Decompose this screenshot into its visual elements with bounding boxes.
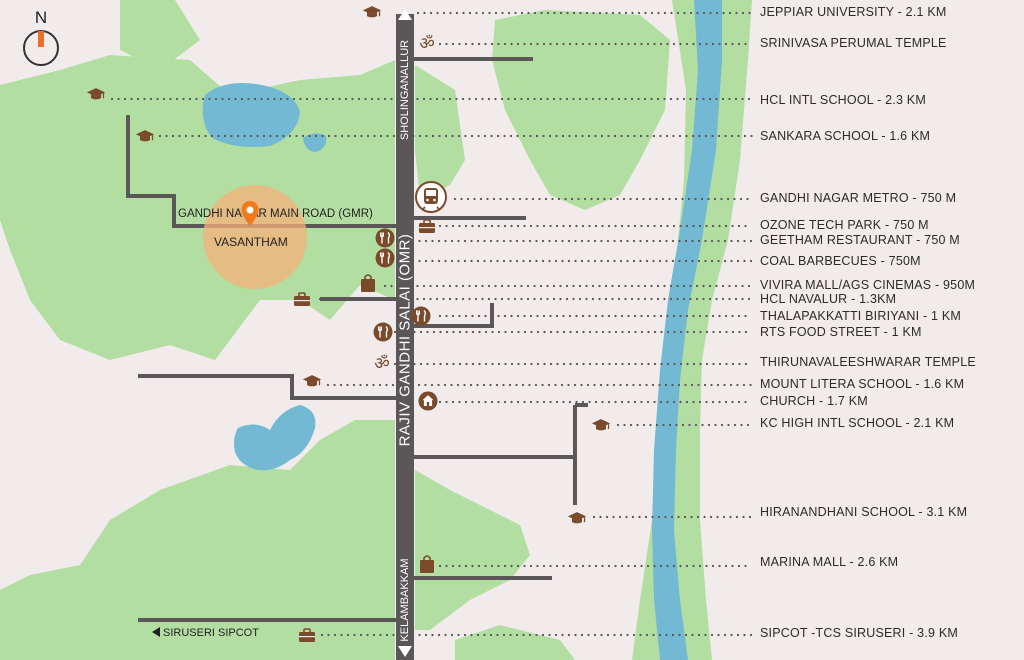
location-label-church: CHURCH - 1.7 KM (760, 394, 868, 408)
temple-om-icon: ॐ (374, 353, 390, 374)
green-areas (0, 0, 670, 660)
lakes (202, 82, 327, 471)
location-label-thalapakkatti: THALAPAKKATTI BIRIYANI - 1 KM (760, 309, 961, 323)
left-arrow-icon (152, 627, 160, 637)
church-icon (418, 391, 438, 411)
kelambakkam-label: KELAMBAKKAM (399, 558, 411, 642)
project-radius (203, 185, 307, 289)
gmr-road-label: GANDHI NAGAR MAIN ROAD (GMR) (178, 208, 373, 220)
shopping-bag-icon (417, 554, 437, 574)
omr-road (396, 14, 414, 660)
siruseri-label: SIRUSERI SIPCOT (163, 627, 259, 639)
education-icon (591, 415, 611, 435)
location-pin-icon (241, 201, 259, 226)
location-label-jeppiar: JEPPIAR UNIVERSITY - 2.1 KM (760, 5, 947, 19)
north-label: N (34, 8, 48, 27)
restaurant-icon (373, 322, 393, 342)
omr-label: RAJIV GANDHI SALAI (OMR) (396, 233, 414, 447)
location-label-thiruvanaleeshwarar: THIRUNAVALEESHWARAR TEMPLE (760, 355, 976, 369)
north-indicator: N (20, 8, 62, 72)
location-label-sankara: SANKARA SCHOOL - 1.6 KM (760, 129, 931, 143)
briefcase-icon (292, 289, 312, 309)
location-label-hcl-navalur: HCL NAVALUR - 1.3KM (760, 292, 897, 306)
restaurant-icon (375, 248, 395, 268)
education-icon (567, 508, 587, 528)
location-label-sipcot: SIPCOT -TCS SIRUSERI - 3.9 KM (760, 626, 958, 640)
compass-icon (23, 30, 59, 66)
location-label-srinivasa: SRINIVASA PERUMAL TEMPLE (760, 36, 947, 50)
project-label: VASANTHAM (214, 235, 288, 249)
location-label-vivira: VIVIRA MALL/AGS CINEMAS - 950M (760, 278, 976, 292)
education-icon (302, 371, 322, 391)
location-label-hiranandhani: HIRANANDHANI SCHOOL - 3.1 KM (760, 505, 968, 519)
sholinganallur-label: SHOLINGANALLUR (399, 39, 411, 141)
briefcase-icon (417, 216, 437, 236)
restaurant-icon (411, 306, 431, 326)
location-label-mount-litera: MOUNT LITERA SCHOOL - 1.6 KM (760, 377, 965, 391)
shopping-bag-icon (358, 273, 378, 293)
restaurant-icon (375, 228, 395, 248)
metro-icon (414, 180, 448, 214)
location-label-rts: RTS FOOD STREET - 1 KM (760, 325, 922, 339)
briefcase-icon (297, 625, 317, 645)
location-label-metro: GANDHI NAGAR METRO - 750 M (760, 191, 957, 205)
education-icon (86, 84, 106, 104)
education-icon (135, 126, 155, 146)
education-icon (362, 2, 382, 22)
location-label-geetham: GEETHAM RESTAURANT - 750 M (760, 233, 960, 247)
temple-om-icon: ॐ (419, 33, 435, 54)
river-water (652, 0, 722, 660)
location-label-marina: MARINA MALL - 2.6 KM (760, 555, 899, 569)
location-label-coal: COAL BARBECUES - 750M (760, 254, 921, 268)
location-label-ozone: OZONE TECH PARK - 750 M (760, 218, 929, 232)
location-label-hcl-school: HCL INTL SCHOOL - 2.3 KM (760, 93, 926, 107)
location-label-kc-high: KC HIGH INTL SCHOOL - 2.1 KM (760, 416, 955, 430)
